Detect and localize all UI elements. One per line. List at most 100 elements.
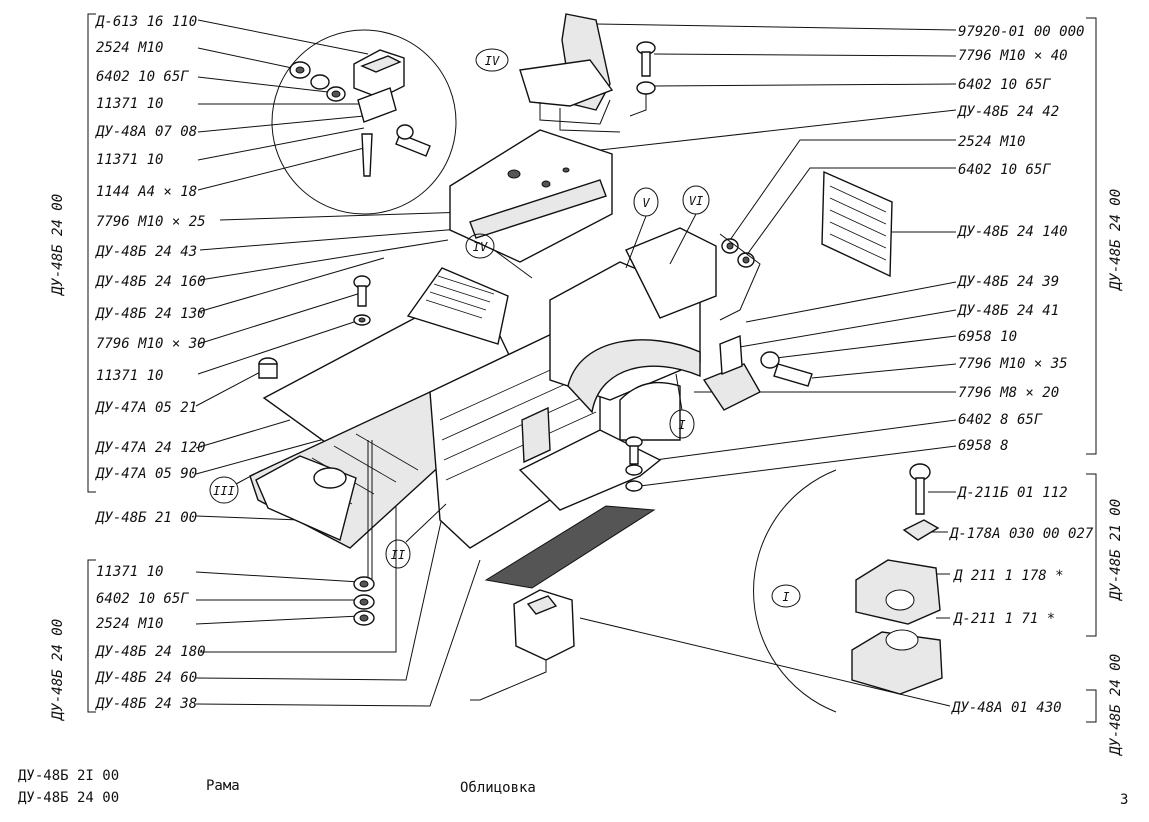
radiator-grille bbox=[821, 170, 893, 278]
label-left-10: ДУ-48Б 24 160 bbox=[95, 274, 206, 290]
labels-left-bottom: 11371 10 6402 10 65Г 2524 М10 ДУ-48Б 24 … bbox=[95, 564, 206, 712]
wheel-arch bbox=[567, 339, 701, 414]
seat bbox=[519, 13, 621, 133]
footer-code-1: ДУ-48Б 2I 00 bbox=[18, 768, 119, 784]
machine-body bbox=[249, 227, 761, 580]
label-left-15: ДУ-47А 24 120 bbox=[95, 440, 206, 456]
seat-bolt bbox=[629, 41, 656, 117]
label-left-12: 7796 М10 × 30 bbox=[96, 336, 206, 352]
bracket-block bbox=[353, 49, 405, 99]
label-bottom-right: ДУ-48А 01 430 bbox=[951, 700, 1062, 716]
roman-i-detail: I bbox=[782, 590, 789, 604]
label-right-4: ДУ-48Б 24 42 bbox=[957, 104, 1059, 120]
label-left-b5: ДУ-48Б 24 60 bbox=[95, 670, 197, 686]
rubber-mat bbox=[484, 505, 656, 589]
roman-iv: IV bbox=[485, 54, 500, 68]
right-bottom-bracket: ДУ-48Б 24 00 bbox=[1086, 654, 1124, 756]
bracket-right bbox=[719, 334, 743, 376]
fender-panel bbox=[619, 381, 681, 441]
right-detail-bracket: ДУ-48Б 21 00 bbox=[1086, 473, 1124, 637]
group-label-left-bottom: ДУ-48Б 24 00 bbox=[50, 619, 66, 721]
label-left-b1: 11371 10 bbox=[96, 564, 163, 580]
label-right-d4: Д-211 1 71 * bbox=[953, 611, 1055, 627]
plate bbox=[357, 87, 397, 123]
label-left-11: ДУ-48Б 24 130 bbox=[95, 306, 206, 322]
roman-ii: II bbox=[391, 548, 405, 562]
roman-i-detail-badge bbox=[771, 584, 801, 608]
label-right-10: 6958 10 bbox=[958, 329, 1017, 345]
bolt-stack-right bbox=[625, 436, 643, 492]
filler-cap bbox=[313, 467, 347, 489]
floor-plate bbox=[449, 129, 613, 263]
roman-iii: III bbox=[213, 484, 235, 498]
footer-code-2: ДУ-48Б 24 00 bbox=[18, 790, 119, 806]
group-label-right-top: ДУ-48Б 24 00 bbox=[1108, 189, 1124, 291]
footer-name-2: Облицовка bbox=[460, 780, 536, 796]
hood-grille bbox=[406, 267, 509, 345]
page-number: 3 bbox=[1120, 792, 1128, 808]
detail-iv: IV bbox=[271, 29, 509, 215]
screw-iv bbox=[361, 133, 373, 177]
label-left-17: ДУ-48Б 21 00 bbox=[95, 510, 197, 526]
right-top-bracket: ДУ-48Б 24 00 bbox=[1086, 17, 1124, 455]
labels-right-detail: Д-211Б 01 112 Д-178А 030 00 027 Д 211 1 … bbox=[949, 485, 1094, 627]
label-right-1: 97920-01 00 000 bbox=[958, 24, 1084, 40]
left-bottom-bracket: ДУ-48Б 24 00 bbox=[50, 559, 96, 721]
step bbox=[702, 363, 761, 411]
roman-vi: VI bbox=[689, 194, 703, 208]
mat bbox=[484, 505, 656, 589]
label-right-8: ДУ-48Б 24 39 bbox=[957, 274, 1059, 290]
label-right-12: 7796 М8 × 20 bbox=[958, 385, 1059, 401]
label-right-13: 6402 8 65Г bbox=[958, 412, 1043, 428]
washer-1-hole bbox=[295, 66, 305, 74]
block bbox=[513, 589, 575, 661]
group-label-right-detail: ДУ-48Б 21 00 bbox=[1108, 499, 1124, 601]
floor-plate-edge bbox=[469, 179, 607, 239]
left-top-bracket: ДУ-48Б 24 00 bbox=[50, 13, 96, 493]
roman-iv-badge bbox=[475, 48, 509, 72]
label-right-14: 6958 8 bbox=[958, 438, 1009, 454]
label-right-d1: Д-211Б 01 112 bbox=[957, 485, 1068, 501]
label-right-9: ДУ-48Б 24 41 bbox=[957, 303, 1059, 319]
label-left-8: 7796 М10 × 25 bbox=[96, 214, 206, 230]
washer-stack-bottom bbox=[353, 576, 375, 626]
detail-i-arc bbox=[753, 469, 837, 713]
label-left-7: 1144 А4 × 18 bbox=[96, 184, 197, 200]
washer-3-hole bbox=[331, 90, 341, 98]
bracket-slot bbox=[360, 55, 402, 73]
detail-i: I bbox=[753, 463, 943, 713]
label-right-d3: Д 211 1 178 * bbox=[953, 568, 1064, 584]
labels-left-top: Д-613 16 110 2524 М10 6402 10 65Г 11371 … bbox=[95, 14, 206, 526]
bolt-stack-left bbox=[353, 275, 371, 326]
label-left-6: 11371 10 bbox=[96, 152, 163, 168]
leader-lines bbox=[195, 19, 957, 707]
label-left-4: 11371 10 bbox=[96, 96, 163, 112]
group-label-right-bottom: ДУ-48Б 24 00 bbox=[1108, 654, 1124, 756]
washers-right bbox=[719, 233, 761, 321]
labels-right-top: 97920-01 00 000 7796 М10 × 40 6402 10 65… bbox=[957, 24, 1084, 454]
label-left-14: ДУ-47А 05 21 bbox=[95, 400, 197, 416]
label-left-b4: ДУ-48Б 24 180 bbox=[95, 644, 206, 660]
bolt-iv-washer bbox=[396, 124, 414, 140]
footer-name-1: Рама bbox=[206, 778, 240, 794]
support-block bbox=[470, 589, 575, 701]
label-right-5: 2524 М10 bbox=[958, 134, 1025, 150]
roman-markers: IV V VI I III II bbox=[209, 185, 710, 569]
grille-hatch bbox=[425, 275, 495, 319]
label-right-7: ДУ-48Б 24 140 bbox=[957, 224, 1068, 240]
inspection-panel bbox=[521, 406, 551, 464]
footer: ДУ-48Б 2I 00 ДУ-48Б 24 00 Рама Облицовка… bbox=[18, 768, 1128, 808]
roman-v: V bbox=[642, 196, 650, 210]
label-left-b6: ДУ-48Б 24 38 bbox=[95, 696, 197, 712]
label-right-3: 6402 10 65Г bbox=[958, 77, 1051, 93]
detail-iv-circle bbox=[271, 29, 457, 215]
roman-iv-main: IV bbox=[473, 240, 488, 254]
label-left-2: 2524 М10 bbox=[96, 40, 163, 56]
washer-2 bbox=[310, 74, 330, 90]
seat-cushion bbox=[519, 59, 614, 107]
label-left-b2: 6402 10 65Г bbox=[96, 591, 189, 607]
label-left-16: ДУ-47А 05 90 bbox=[95, 466, 197, 482]
label-left-3: 6402 10 65Г bbox=[96, 69, 189, 85]
base-skid bbox=[518, 429, 662, 511]
